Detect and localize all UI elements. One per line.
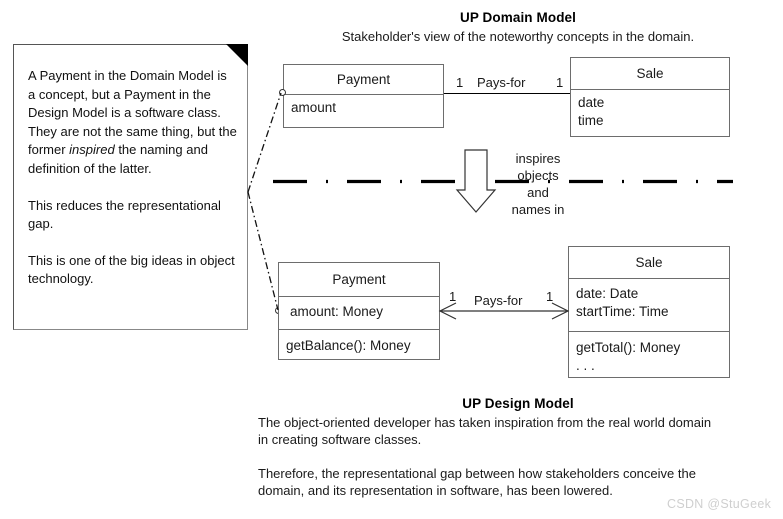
domain-association-label: Pays-for bbox=[477, 75, 526, 90]
design-association-label: Pays-for bbox=[474, 293, 523, 308]
domain-payment-class-name: Payment bbox=[336, 72, 391, 87]
note-text: A Payment in the Domain Model is a conce… bbox=[28, 67, 237, 289]
note-connector-upper bbox=[247, 92, 282, 193]
bottom-caption-title: UP Design Model bbox=[462, 396, 574, 411]
bottom-caption: UP Design Model The object-oriented deve… bbox=[258, 396, 778, 499]
design-sale-attributes: date: Date startTime: Time bbox=[569, 278, 729, 331]
note-anchor-circle-top bbox=[279, 89, 286, 96]
design-association-left-multiplicity: 1 bbox=[449, 289, 457, 304]
design-class-sale[interactable]: Sale date: Date startTime: Time getTotal… bbox=[568, 246, 730, 378]
domain-class-payment[interactable]: Payment amount bbox=[283, 64, 444, 128]
bottom-caption-p2-line2: domain, and its representation in softwa… bbox=[258, 483, 613, 498]
design-sale-class-name: Sale bbox=[635, 255, 663, 270]
design-sale-operations: getTotal(): Money . . . bbox=[569, 331, 729, 377]
design-sale-attribute-1: startTime: Time bbox=[576, 304, 669, 319]
domain-class-sale[interactable]: Sale date time bbox=[570, 57, 730, 137]
design-sale-operation-0: getTotal(): Money bbox=[576, 340, 681, 355]
bottom-caption-spacer bbox=[258, 448, 778, 465]
note-paragraph-2: This reduces the representational gap. bbox=[28, 197, 221, 232]
domain-payment-attributes: amount bbox=[284, 94, 443, 127]
note-p1-emphasis: inspired bbox=[69, 142, 115, 158]
domain-payment-attribute-0: amount bbox=[291, 100, 337, 115]
design-sale-operation-1: . . . bbox=[576, 358, 595, 373]
note-spacer-2 bbox=[28, 234, 237, 252]
note-spacer-1 bbox=[28, 179, 237, 197]
design-association-right-multiplicity: 1 bbox=[546, 289, 554, 304]
domain-sale-class-name: Sale bbox=[636, 66, 664, 81]
bottom-caption-p1-line1: The object-oriented developer has taken … bbox=[258, 415, 712, 430]
dog-ear-icon bbox=[226, 44, 248, 66]
design-payment-operation-0: getBalance(): Money bbox=[286, 338, 411, 353]
design-association-arrowhead-right bbox=[551, 302, 570, 320]
top-caption-subtitle: Stakeholder's view of the noteworthy con… bbox=[258, 28, 778, 45]
design-association-arrowhead-left bbox=[438, 302, 457, 320]
top-caption-subtitle-line: Stakeholder's view of the noteworthy con… bbox=[341, 29, 695, 44]
domain-association-right-multiplicity: 1 bbox=[556, 75, 564, 90]
watermark-text: CSDN @StuGeek bbox=[667, 497, 772, 511]
design-sale-attribute-0: date: Date bbox=[576, 286, 639, 301]
design-payment-operations: getBalance(): Money bbox=[279, 329, 439, 359]
note-p1-pre: A Payment in the Domain Model is a conce… bbox=[28, 68, 237, 158]
bottom-caption-body: The object-oriented developer has taken … bbox=[258, 414, 778, 499]
domain-association-left-multiplicity: 1 bbox=[456, 75, 464, 90]
domain-sale-attributes: date time bbox=[571, 89, 729, 136]
design-payment-attributes: amount: Money bbox=[279, 296, 439, 329]
top-caption-title: UP Domain Model bbox=[459, 10, 576, 25]
domain-association-line bbox=[444, 93, 570, 94]
design-class-payment[interactable]: Payment amount: Money getBalance(): Mone… bbox=[278, 262, 440, 360]
top-caption: UP Domain Model Stakeholder's view of th… bbox=[258, 10, 778, 45]
design-payment-attribute-0: amount: Money bbox=[290, 304, 384, 319]
design-payment-class-name: Payment bbox=[332, 272, 386, 287]
note-paragraph-1: A Payment in the Domain Model is a conce… bbox=[28, 67, 237, 179]
bottom-caption-p2-line1: Therefore, the representational gap betw… bbox=[258, 466, 696, 481]
bottom-caption-p1-line2: in creating software classes. bbox=[258, 432, 422, 447]
explanatory-note: A Payment in the Domain Model is a conce… bbox=[13, 44, 248, 330]
inspires-arrow-label: inspires objects and names in bbox=[511, 151, 565, 217]
note-paragraph-3: This is one of the big ideas in object t… bbox=[28, 252, 235, 287]
domain-sale-attribute-0: date bbox=[578, 95, 605, 110]
domain-sale-attribute-1: time bbox=[578, 113, 604, 128]
note-connector-lower bbox=[247, 191, 279, 311]
note-p1-post: the naming and definition of the latter. bbox=[28, 142, 208, 176]
inspires-block-arrow bbox=[455, 149, 497, 213]
